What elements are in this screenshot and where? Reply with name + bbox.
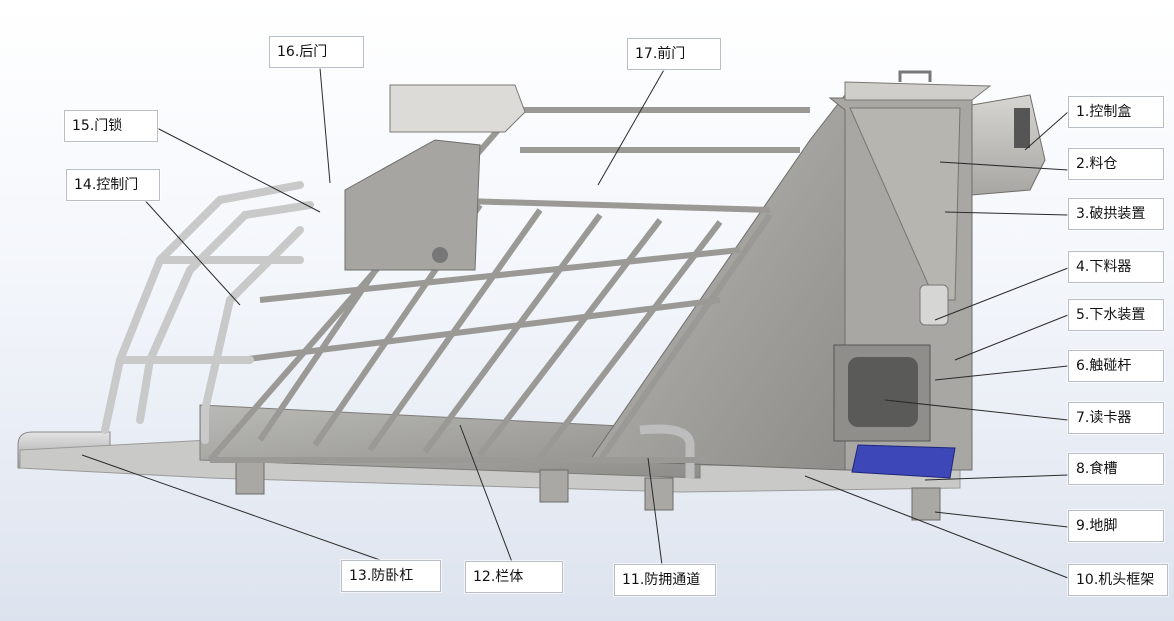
leader-touch-rod	[934, 365, 1069, 381]
label-touch-rod: 6.触碰杆	[1068, 350, 1164, 382]
top-box	[389, 84, 526, 133]
leader-control-door	[139, 194, 241, 306]
leader-hopper	[939, 161, 1069, 171]
label-water-device: 5.下水装置	[1068, 299, 1164, 331]
label-feeder: 4.下料器	[1068, 251, 1164, 283]
leader-anti-lie-bar	[81, 454, 381, 561]
leader-rear-door	[319, 67, 331, 184]
label-control-door: 14.控制门	[66, 169, 160, 201]
leader-trough	[924, 474, 1069, 481]
label-door-lock: 15.门锁	[64, 110, 158, 142]
label-front-door: 17.前门	[627, 38, 721, 70]
leader-front-door	[597, 67, 666, 186]
leader-head-frame	[804, 475, 1069, 579]
pen-body-grid	[207, 103, 810, 463]
label-crowding-channel: 11.防拥通道	[614, 564, 716, 596]
leader-foot	[934, 511, 1069, 528]
label-head-frame: 10.机头框架	[1068, 564, 1168, 596]
leader-card-reader	[884, 399, 1069, 421]
card-reader-screen	[848, 357, 918, 427]
label-trough: 8.食槽	[1068, 453, 1164, 485]
label-anti-lie-bar: 13.防卧杠	[341, 560, 441, 592]
leader-door-lock	[156, 127, 321, 213]
label-hopper: 2.料仓	[1068, 148, 1164, 180]
label-pen-body: 12.栏体	[465, 561, 563, 593]
label-control-box: 1.控制盒	[1068, 96, 1164, 128]
label-rear-door: 16.后门	[269, 36, 364, 68]
feet	[235, 461, 941, 521]
leader-feeder	[934, 267, 1069, 321]
control-door-tubes	[101, 181, 314, 444]
control-box-screen	[1014, 108, 1030, 148]
head-frame-top	[844, 81, 992, 101]
crowding-channel-tube	[639, 424, 695, 478]
trough-shape	[851, 444, 956, 479]
label-arch-breaker: 3.破拱装置	[1068, 198, 1164, 230]
label-foot: 9.地脚	[1068, 510, 1164, 542]
top-handle	[898, 70, 932, 82]
leader-control-box	[1024, 111, 1069, 151]
feeder-shape	[919, 284, 949, 326]
hopper-shape	[849, 107, 961, 301]
leader-water-device	[954, 314, 1069, 361]
leader-arch-breaker	[944, 211, 1069, 216]
label-card-reader: 7.读卡器	[1068, 402, 1164, 434]
leader-crowding-channel	[647, 457, 663, 566]
rear-door-pulley	[432, 247, 448, 263]
leader-pen-body	[459, 424, 513, 563]
rear-door-plate	[344, 139, 481, 271]
